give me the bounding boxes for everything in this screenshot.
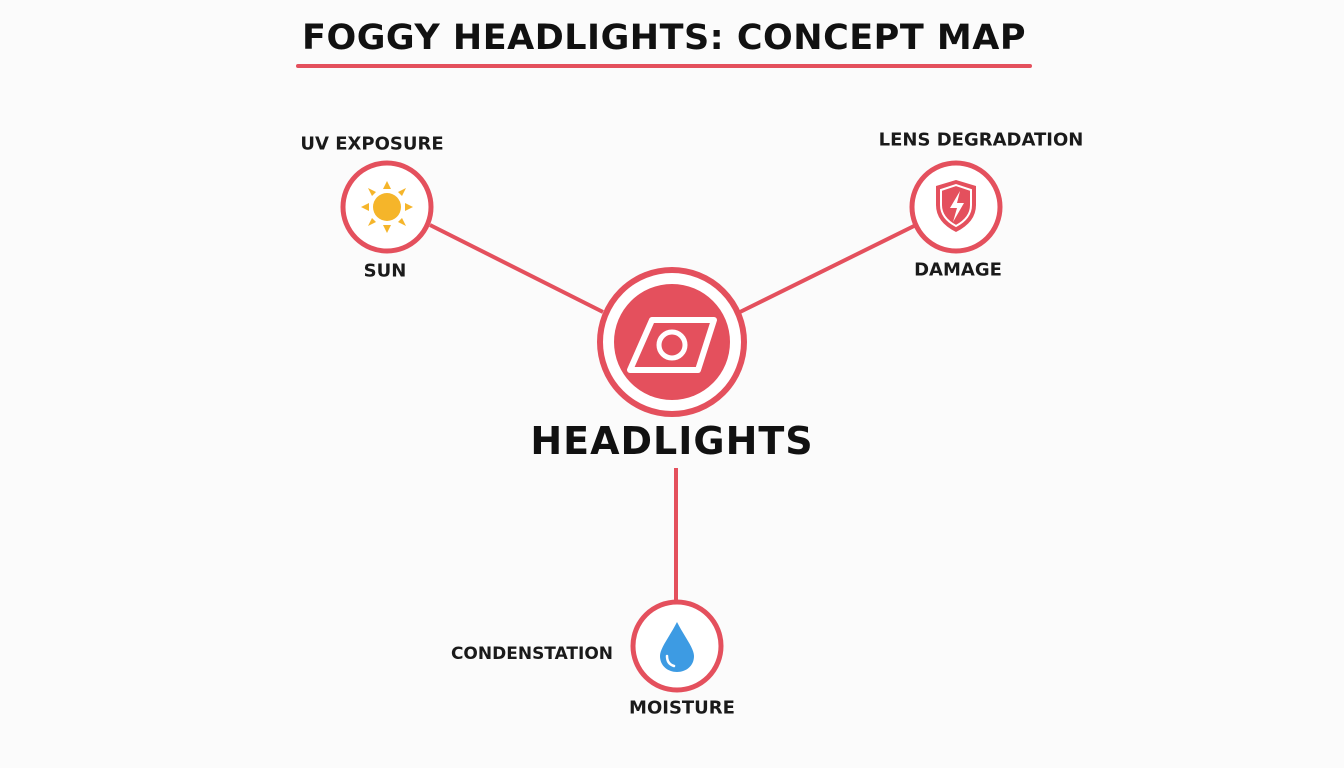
page-title: FOGGY HEADLIGHTS: CONCEPT MAP bbox=[302, 18, 1026, 58]
lens-degradation-label: LENS DEGRADATION bbox=[878, 129, 1084, 151]
condenstation-label: CONDENSTATION bbox=[450, 644, 614, 664]
shield-lightning-icon bbox=[936, 180, 976, 232]
moisture-node bbox=[630, 599, 724, 693]
moisture-label: MOISTURE bbox=[629, 697, 735, 719]
sun-label: SUN bbox=[363, 260, 407, 282]
connector-damage bbox=[739, 224, 915, 314]
damage-node bbox=[909, 160, 1003, 254]
sun-node bbox=[340, 160, 434, 254]
sun-icon bbox=[361, 181, 413, 233]
center-label: HEADLIGHTS bbox=[530, 419, 814, 463]
headlight-icon bbox=[627, 317, 717, 373]
uv-exposure-label: UV EXPOSURE bbox=[300, 133, 444, 155]
center-node bbox=[597, 267, 747, 417]
damage-label: DAMAGE bbox=[914, 259, 1002, 281]
water-drop-icon bbox=[660, 622, 694, 672]
title-underline bbox=[296, 64, 1032, 68]
connector-sun bbox=[429, 223, 604, 314]
